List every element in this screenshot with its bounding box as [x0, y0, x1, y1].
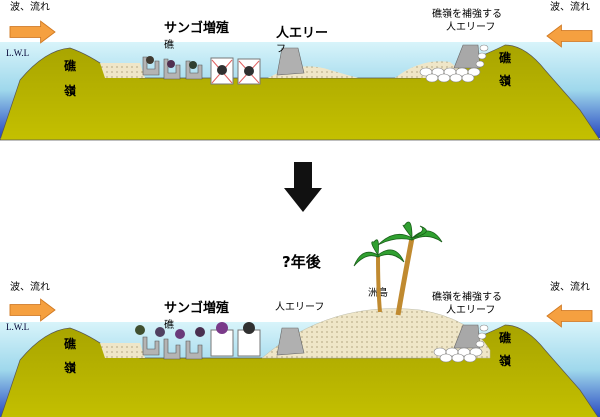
reef-label-left-1: 礁	[64, 336, 76, 351]
reinforce-label-1: 礁嶺を補強する	[432, 290, 502, 303]
wave-label-left: 波、流れ	[10, 280, 50, 293]
artificial-reef-block	[276, 47, 305, 76]
panel-after: 波、流れ 波、流れ L.W.L 礁 嶺 礁 嶺 サンゴ増殖 礁 人エリーフ 洲島…	[0, 280, 600, 417]
reef-label-left-1: 礁	[64, 58, 76, 73]
reef-label-right-2: 嶺	[498, 73, 512, 88]
coral-blocks	[135, 322, 261, 360]
reinforce-label-2: 人エリーフ	[446, 304, 495, 316]
reef-label-left-2: 嶺	[63, 360, 77, 375]
wave-label-right: 波、流れ	[550, 0, 590, 13]
wave-label-right: 波、流れ	[550, 280, 590, 293]
panel-before: 波、流れ 波、流れ L.W.L 礁 嶺 礁 嶺 サンゴ増殖 礁 人エリー フ 礁…	[0, 0, 600, 141]
reinforce-label-1: 礁嶺を補強する	[432, 7, 502, 20]
coral-label-2: 礁	[164, 38, 174, 51]
coral-label-2: 礁	[164, 318, 174, 331]
coral-blocks	[142, 56, 261, 85]
lwl-label: L.W.L	[6, 48, 29, 58]
reef-label-left-2: 嶺	[63, 83, 77, 98]
palm-trees-icon	[353, 221, 443, 316]
reef-label-right-1: 礁	[499, 50, 511, 65]
reef-label-right-1: 礁	[499, 330, 511, 345]
artificial-reef-block	[276, 327, 305, 356]
coral-label-1: サンゴ増殖	[164, 300, 229, 316]
reinforcing-stones	[419, 44, 489, 83]
coral-label-1: サンゴ増殖	[164, 20, 229, 36]
reinforce-label-2: 人エリーフ	[446, 21, 495, 33]
artificial-reef-label-2: フ	[276, 44, 286, 55]
wave-label-left: 波、流れ	[10, 0, 50, 13]
reef-label-right-2: 嶺	[498, 353, 512, 368]
wave-arrow-left	[9, 20, 56, 44]
years-later-label: ?年後	[282, 253, 322, 271]
time-arrow-icon	[284, 162, 322, 212]
reinforcing-stones	[433, 324, 489, 363]
artificial-reef-label: 人エリーフ	[275, 301, 324, 313]
artificial-reef-label-1: 人エリー	[276, 25, 328, 41]
wave-arrow-left	[9, 298, 56, 322]
lwl-label: L.W.L	[6, 322, 29, 332]
